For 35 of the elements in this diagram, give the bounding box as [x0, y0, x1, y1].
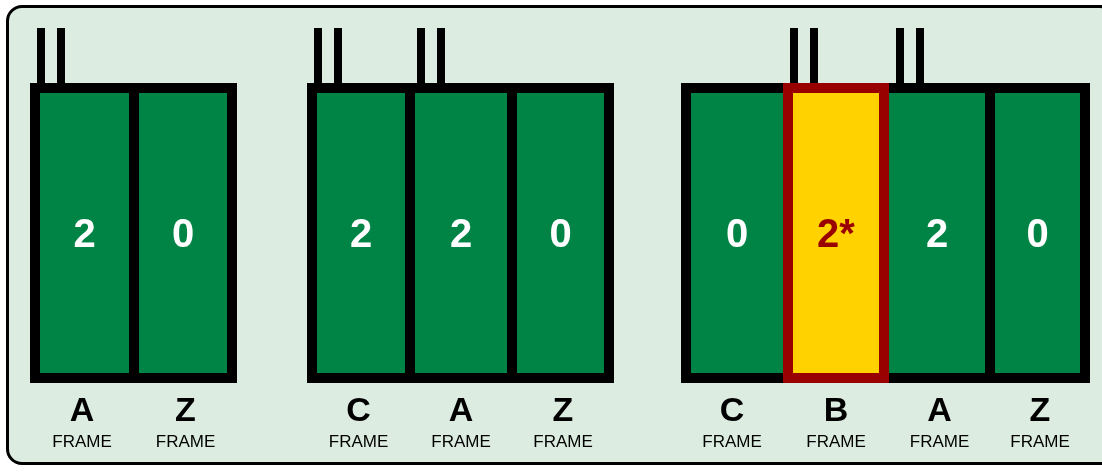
frame-caption: FRAME [155, 433, 216, 450]
frame-letter: B [823, 392, 849, 426]
frame-letter: A [69, 392, 95, 426]
frame-value: 2 [349, 210, 373, 256]
frame-box [681, 83, 783, 383]
frame-caption: FRAME [533, 433, 593, 450]
frame-value: 0 [1026, 210, 1049, 256]
frame-caption: FRAME [328, 433, 389, 450]
frame-box [30, 83, 134, 383]
frame-box [512, 83, 614, 383]
frame-letter: C [346, 392, 371, 426]
frame-caption: FRAME [431, 433, 491, 450]
frame-caption: FRAME [909, 433, 970, 450]
frame-letter: A [448, 392, 474, 426]
frame-value: 0 [725, 210, 749, 256]
frame-value: 2* [817, 210, 855, 256]
frame-letter: Z [1029, 392, 1051, 426]
frame-caption: FRAME [806, 433, 866, 450]
frame-value: 2 [73, 210, 96, 256]
frame-box [783, 83, 889, 383]
frame-value: 2 [925, 210, 949, 256]
frame-letter: Z [552, 392, 574, 426]
frame-letter: A [927, 392, 952, 426]
frame-box [307, 83, 410, 383]
frame-caption: FRAME [1010, 433, 1070, 450]
frame-caption: FRAME [52, 433, 112, 450]
frame-letter: Z [175, 392, 196, 426]
frame-box [990, 83, 1090, 383]
frame-caption: FRAME [702, 433, 762, 450]
frame-box [134, 83, 237, 383]
frame-value: 2 [449, 210, 473, 256]
frame-letter: C [719, 392, 745, 426]
frame-box [889, 83, 990, 383]
frame-value: 0 [549, 210, 572, 256]
frame-value: 0 [171, 210, 195, 256]
